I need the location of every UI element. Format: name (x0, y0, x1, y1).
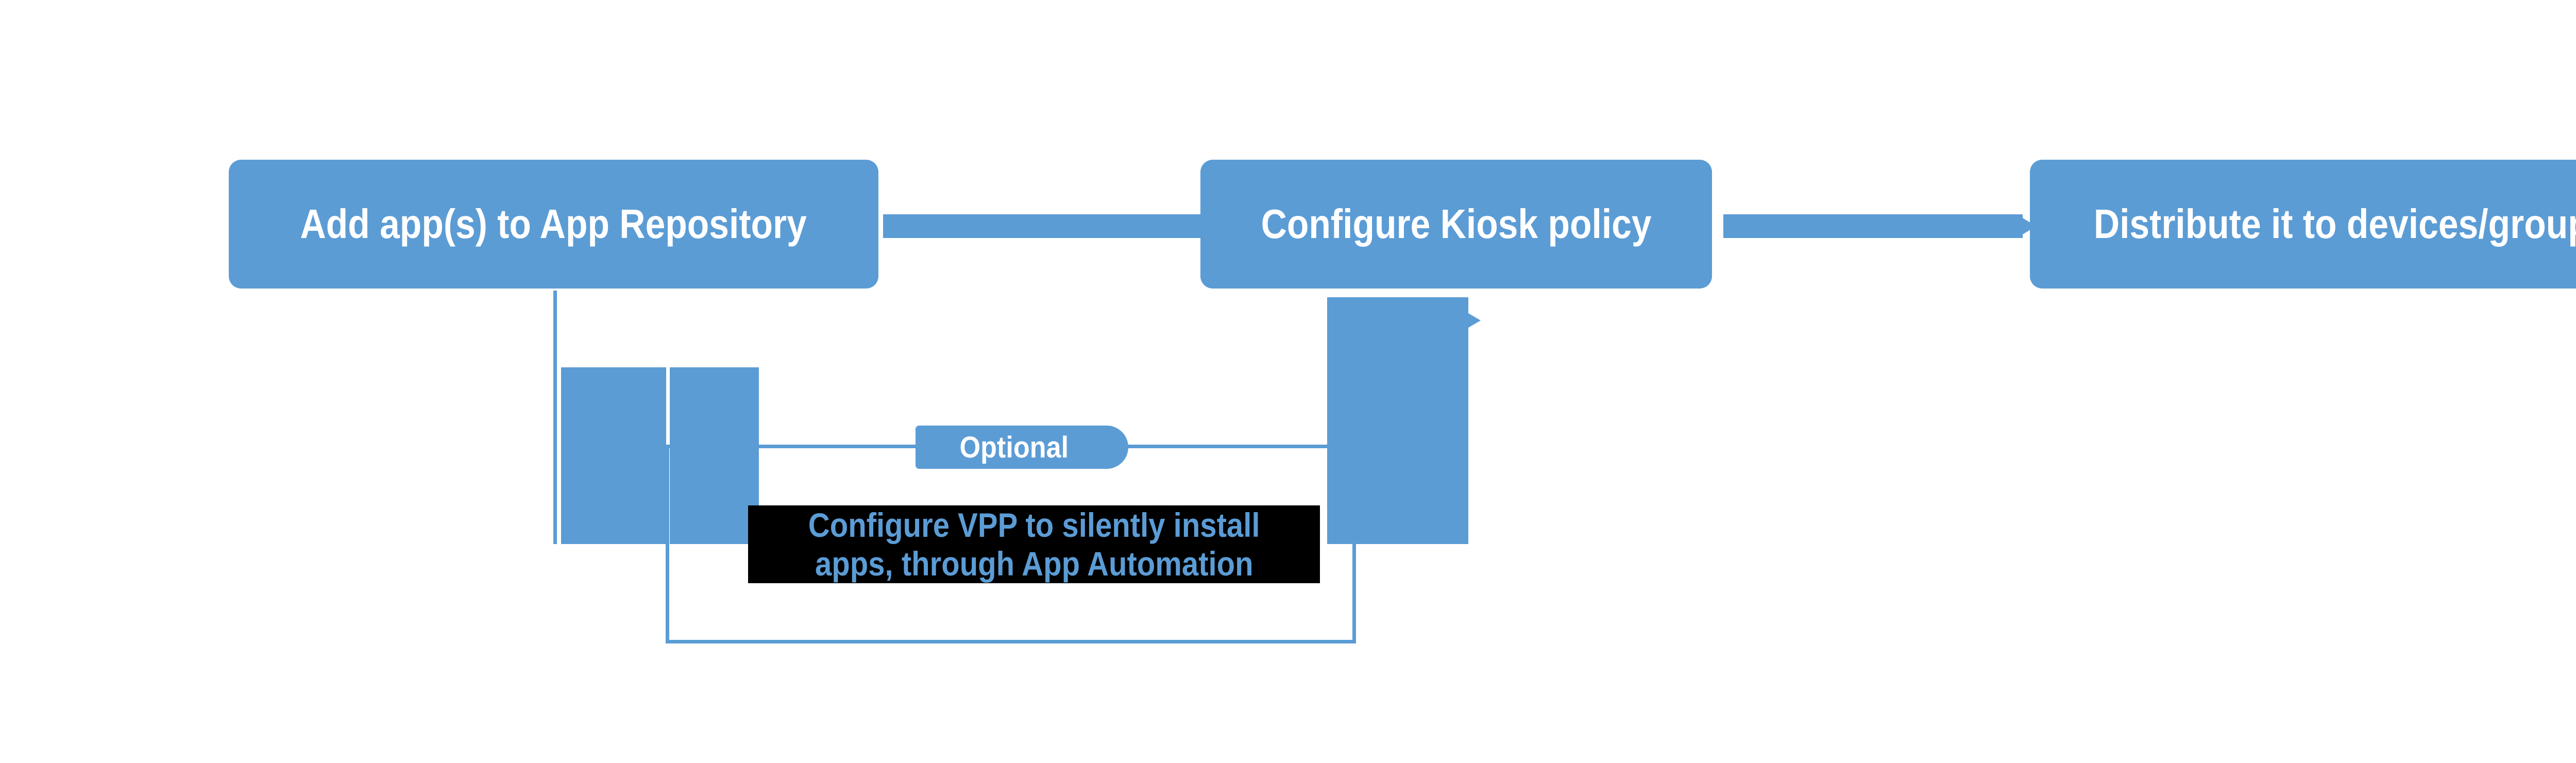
branch-drop-line (553, 291, 557, 544)
vpp-callout-line2: apps, through App Automation (815, 544, 1253, 583)
flow-node-configure-kiosk-label: Configure Kiosk policy (1261, 201, 1652, 247)
optional-badge: Optional (916, 426, 1128, 469)
arrowhead-icon (1468, 313, 1481, 328)
optional-badge-label: Optional (959, 430, 1069, 464)
arrowhead-icon (2023, 218, 2036, 234)
connector-configure-to-distribute (1723, 214, 2023, 238)
flow-node-distribute-label: Distribute it to devices/groups (2094, 201, 2576, 247)
branch-block-under-configure (1327, 297, 1468, 544)
branch-block-right (670, 367, 759, 544)
flow-node-add-apps: Add app(s) to App Repository (229, 160, 878, 289)
flow-node-configure-kiosk: Configure Kiosk policy (1200, 160, 1712, 289)
arrowhead-icon (1201, 218, 1215, 234)
vpp-callout-line1: Configure VPP to silently install (808, 505, 1260, 544)
vpp-callout: Configure VPP to silently install apps, … (748, 505, 1320, 583)
connector-add-apps-to-configure (883, 214, 1201, 238)
branch-block-left (561, 367, 666, 544)
flow-node-distribute: Distribute it to devices/groups (2030, 160, 2576, 289)
flow-node-add-apps-label: Add app(s) to App Repository (300, 201, 807, 247)
